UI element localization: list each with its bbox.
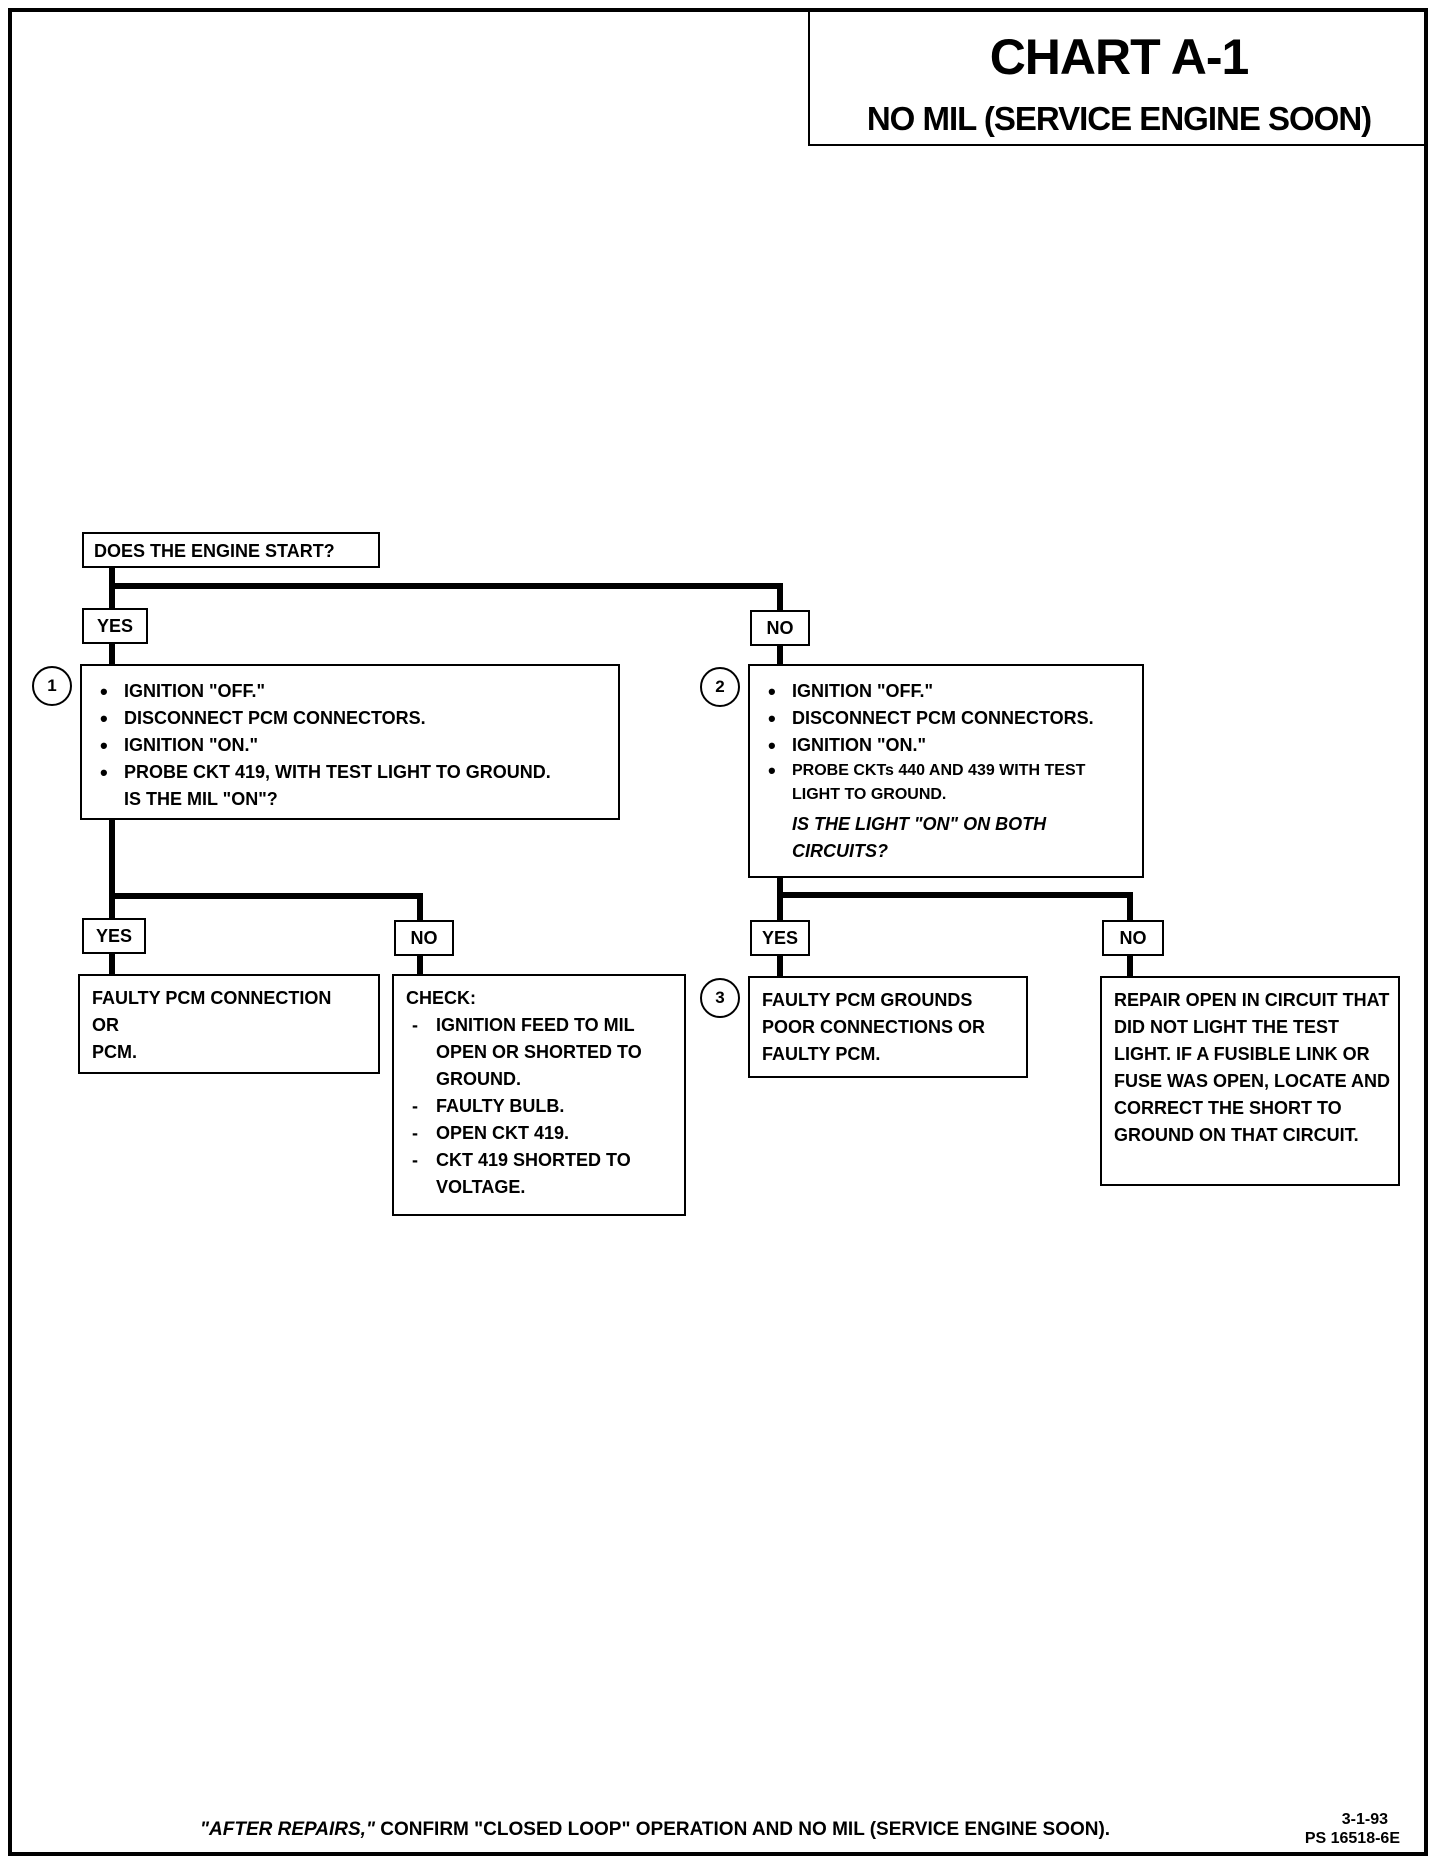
result-line: POOR CONNECTIONS OR (762, 1017, 986, 1037)
step-2-item: IGNITION "ON." (762, 732, 1134, 759)
chart-id: CHART A-1 (989, 29, 1250, 85)
step-2-list: IGNITION "OFF." DISCONNECT PCM CONNECTOR… (762, 678, 1134, 807)
step-3-result: FAULTY PCM GROUNDS POOR CONNECTIONS OR F… (748, 976, 1028, 1078)
step-1-no-label: NO (394, 920, 454, 956)
step-1-list: IGNITION "OFF." DISCONNECT PCM CONNECTOR… (94, 678, 608, 786)
check-item: FAULTY BULB. (406, 1093, 676, 1120)
step-2-item: DISCONNECT PCM CONNECTORS. (762, 705, 1134, 732)
step-1-item: IGNITION "ON." (94, 732, 608, 759)
chart-subtitle: NO MIL (SERVICE ENGINE SOON) (866, 100, 1372, 137)
step-2-question: IS THE LIGHT "ON" ON BOTH CIRCUITS? (792, 814, 1047, 861)
repair-text: REPAIR OPEN IN CIRCUIT THAT DID NOT LIGH… (1114, 990, 1391, 1145)
step-1-marker: 1 (32, 666, 72, 706)
result-line: FAULTY PCM GROUNDS (762, 990, 973, 1010)
step-1-box: IGNITION "OFF." DISCONNECT PCM CONNECTOR… (80, 664, 620, 820)
step-1-item: IGNITION "OFF." (94, 678, 608, 705)
result-line: FAULTY PCM CONNECTION (92, 988, 332, 1008)
no-label: NO (750, 610, 810, 646)
step-1-question: IS THE MIL "ON"? (124, 789, 278, 809)
step-1-no-result: CHECK: IGNITION FEED TO MIL OPEN OR SHOR… (392, 974, 686, 1216)
footer-note-rest: CONFIRM "CLOSED LOOP" OPERATION AND NO M… (374, 1819, 1111, 1840)
title-block: CHART A-1 NO MIL (SERVICE ENGINE SOON) (808, 12, 1428, 146)
step-2-yes-label: YES (750, 920, 810, 956)
footer-note: "AFTER REPAIRS," CONFIRM "CLOSED LOOP" O… (200, 1819, 1110, 1841)
check-item: CKT 419 SHORTED TO VOLTAGE. (406, 1147, 676, 1201)
step-2-marker: 2 (700, 667, 740, 707)
step-1-yes-label: YES (82, 918, 146, 954)
question-box: DOES THE ENGINE START? (82, 532, 380, 568)
footer-note-italic: "AFTER REPAIRS," (200, 1819, 375, 1840)
check-item: OPEN CKT 419. (406, 1120, 676, 1147)
step-1-yes-result: FAULTY PCM CONNECTION OR PCM. (78, 974, 380, 1074)
step-2-no-label: NO (1102, 920, 1164, 956)
step-1-item: PROBE CKT 419, WITH TEST LIGHT TO GROUND… (94, 759, 608, 786)
document-date: 3-1-93 (1341, 1811, 1388, 1828)
result-line: OR (92, 1015, 119, 1035)
question-text: DOES THE ENGINE START? (94, 541, 335, 561)
result-line: PCM. (92, 1042, 137, 1062)
step-2-item: PROBE CKTs 440 AND 439 WITH TEST LIGHT T… (762, 759, 1134, 807)
step-3-marker: 3 (700, 978, 740, 1018)
step-2-box: IGNITION "OFF." DISCONNECT PCM CONNECTOR… (748, 664, 1144, 878)
page-frame (8, 8, 1428, 1856)
result-line: FAULTY PCM. (762, 1044, 881, 1064)
step-2-item: IGNITION "OFF." (762, 678, 1134, 705)
yes-label: YES (82, 608, 148, 644)
document-code: PS 16518-6E (1304, 1830, 1400, 1847)
step-1-item: DISCONNECT PCM CONNECTORS. (94, 705, 608, 732)
check-heading: CHECK: (406, 988, 476, 1008)
step-2-no-result: REPAIR OPEN IN CIRCUIT THAT DID NOT LIGH… (1100, 976, 1400, 1186)
check-list: IGNITION FEED TO MIL OPEN OR SHORTED TO … (406, 1012, 676, 1201)
check-item: IGNITION FEED TO MIL OPEN OR SHORTED TO … (406, 1012, 676, 1093)
